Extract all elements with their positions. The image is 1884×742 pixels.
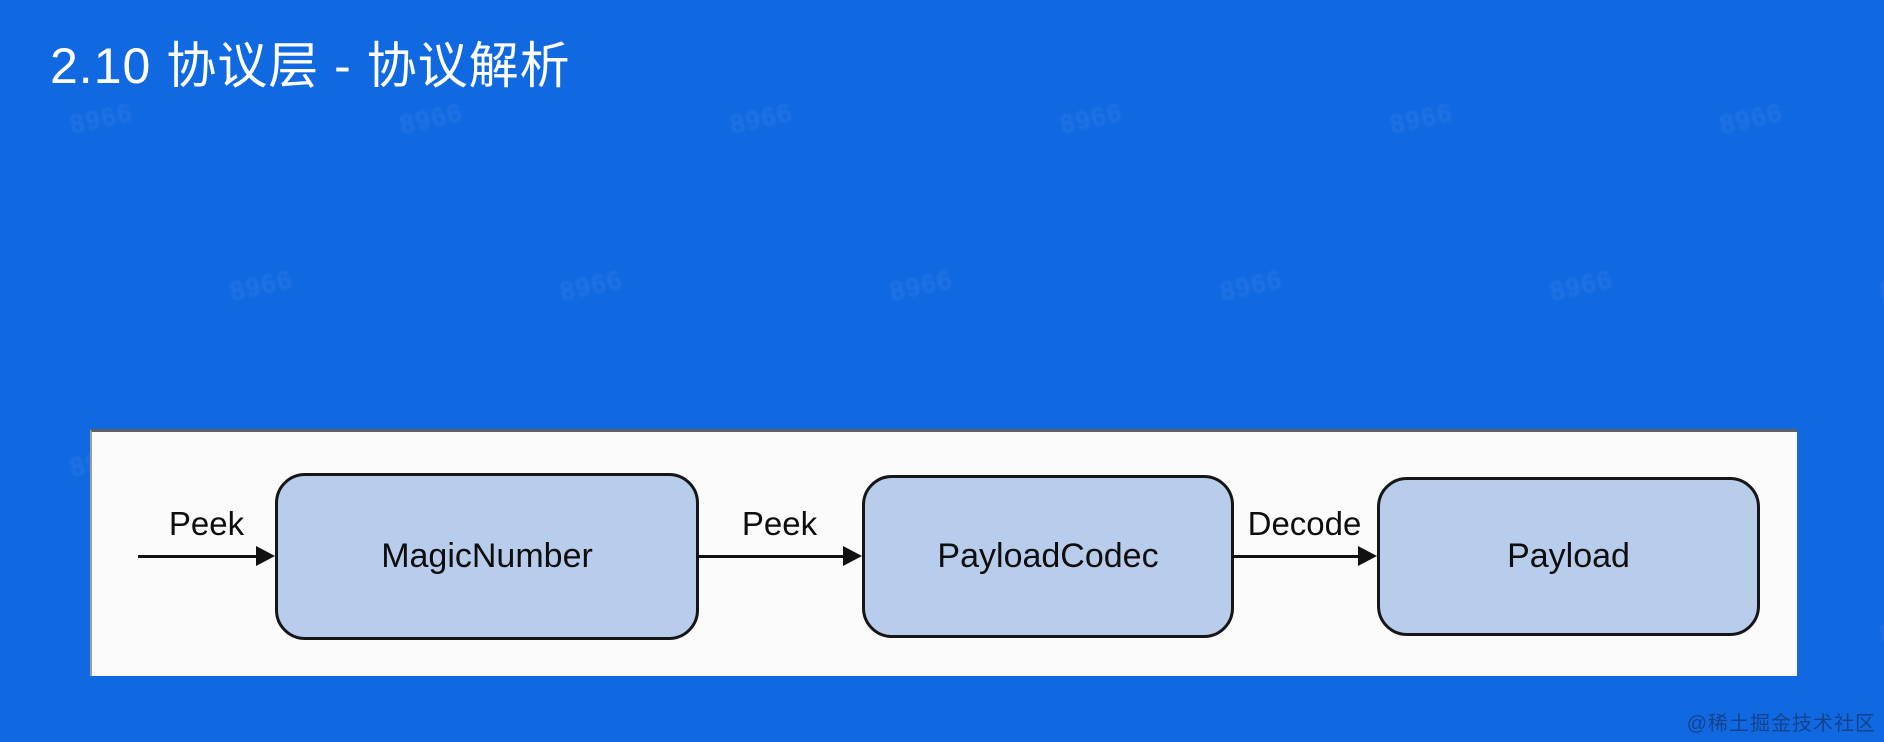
diagonal-watermark-tile: 8966 <box>1387 98 1456 140</box>
diagonal-watermark-tile: 8966 <box>397 98 466 140</box>
edge-label-peek-2: Peek <box>741 505 818 542</box>
node-magic-number: MagicNumber <box>275 473 699 640</box>
diagonal-watermark-tile: 8966 <box>1877 265 1884 307</box>
diagonal-watermark-tile: 8966 <box>1717 98 1786 140</box>
arrow-line <box>697 555 846 558</box>
diagonal-watermark-tile: 8966 <box>1217 265 1286 307</box>
diagonal-watermark-tile: 8966 <box>727 98 796 140</box>
edge-label-peek-1: Peek <box>168 505 245 542</box>
diagonal-watermark-tile: 8966 <box>557 265 626 307</box>
node-payload-codec: PayloadCodec <box>862 475 1234 638</box>
arrowhead-icon <box>1358 546 1377 566</box>
diagonal-watermark-tile: 8966 <box>1877 608 1884 650</box>
diagonal-watermark-tile: 8966 <box>1057 98 1126 140</box>
node-label-magic-number: MagicNumber <box>381 537 593 575</box>
diagonal-watermark-tile: 8966 <box>227 265 296 307</box>
diagonal-watermark-tile: 8966 <box>887 265 956 307</box>
diagonal-watermark-tile: 8966 <box>1547 265 1616 307</box>
arrowhead-icon <box>843 546 862 566</box>
node-label-payload-codec: PayloadCodec <box>937 537 1159 575</box>
node-label-payload: Payload <box>1507 537 1630 575</box>
edge-peek-input: Peek <box>138 507 275 569</box>
edge-peek-magicnumber-payloadcodec: Peek <box>697 507 862 569</box>
arrowhead-icon <box>256 546 275 566</box>
diagram-panel: Peek MagicNumber Peek PayloadCodec Decod… <box>90 429 1797 676</box>
edge-decode-payloadcodec-payload: Decode <box>1232 507 1377 569</box>
juejin-community-watermark: @稀土掘金技术社区 <box>1686 713 1876 735</box>
slide-title: 2.10 协议层 - 协议解析 <box>50 38 571 94</box>
diagonal-watermark-tile: 8966 <box>67 98 136 140</box>
edge-label-decode: Decode <box>1247 505 1362 542</box>
arrow-line <box>1232 555 1361 558</box>
arrow-line <box>138 555 259 558</box>
node-payload: Payload <box>1377 477 1760 636</box>
